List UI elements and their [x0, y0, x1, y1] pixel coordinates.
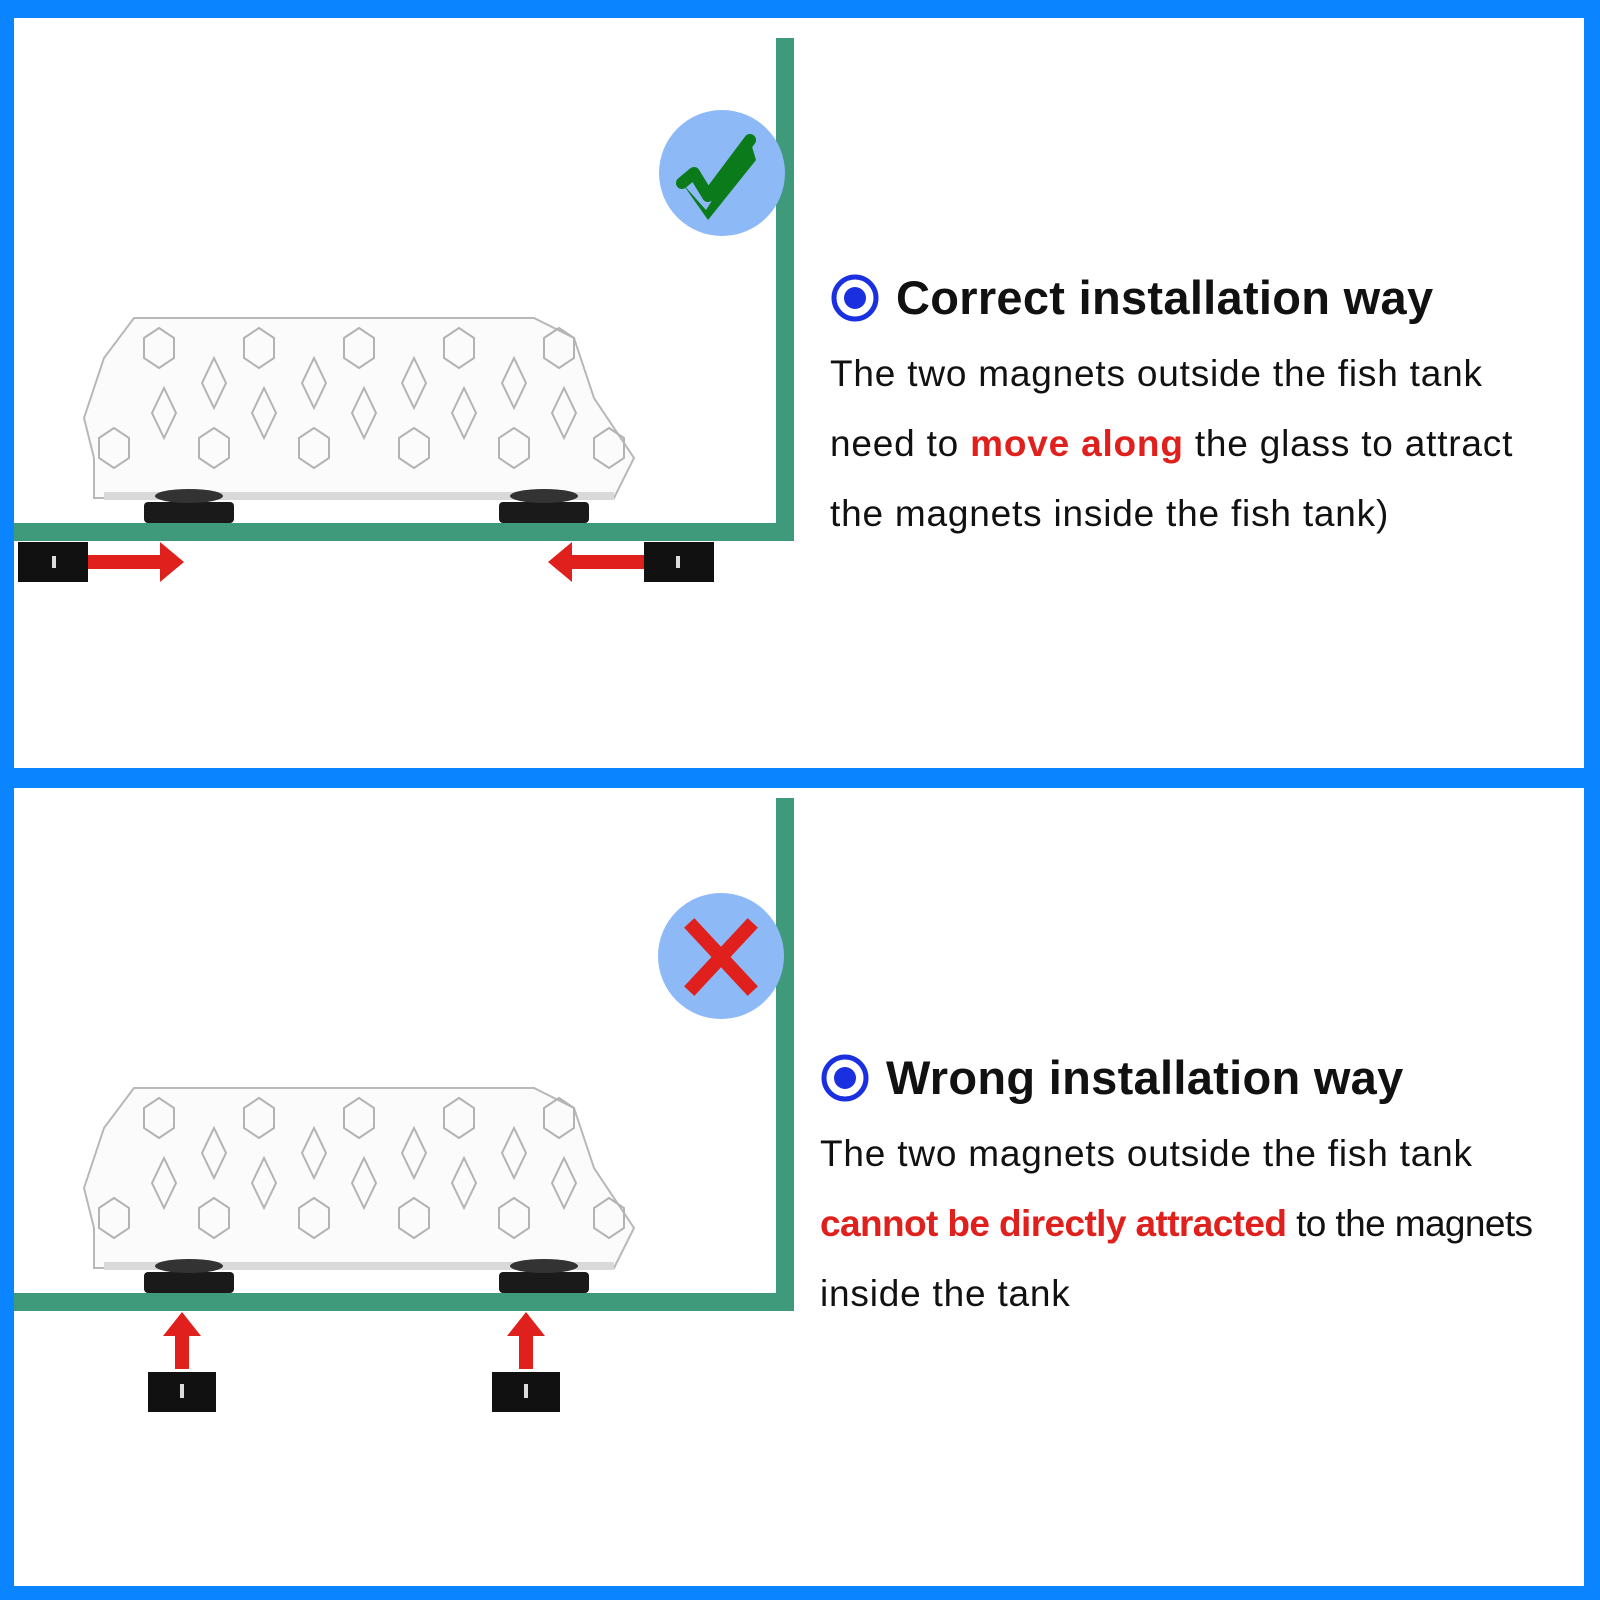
tank-bottom-glass	[14, 523, 794, 541]
correct-line-2-post: the glass to attract	[1183, 423, 1514, 464]
bullet-circle-icon	[821, 1054, 869, 1101]
wrong-line-1: The two magnets outside the fish tank	[820, 1133, 1473, 1174]
tank-side-glass	[776, 38, 794, 541]
correct-text-block: Correct installation way The two magnets…	[830, 270, 1560, 549]
tank-bottom-glass	[14, 1293, 794, 1311]
outer-magnet-left	[18, 542, 88, 582]
wrong-heading-text: Wrong installation way	[886, 1051, 1404, 1104]
wrong-description: The two magnets outside the fish tank ca…	[820, 1119, 1560, 1329]
tank-side-glass	[776, 798, 794, 1311]
outer-magnet-right	[644, 542, 714, 582]
magnet-plate	[82, 317, 636, 523]
wrong-highlight: cannot be directly attracted	[820, 1203, 1287, 1244]
outer-magnet-left	[148, 1372, 216, 1412]
correct-heading-text: Correct installation way	[896, 271, 1434, 324]
wrong-line-2-post: to the magnets	[1286, 1203, 1533, 1244]
correct-line-2-pre: need to	[830, 423, 971, 464]
magnet-plate	[82, 1087, 636, 1293]
wrong-line-3: inside the tank	[820, 1273, 1071, 1314]
wrong-diagram	[14, 798, 794, 1412]
checkmark-icon	[659, 110, 785, 236]
wrong-heading: Wrong installation way	[820, 1050, 1560, 1105]
correct-line-2: need to move along the glass to attract	[830, 409, 1560, 479]
correct-line-1: The two magnets outside the fish tank	[830, 353, 1483, 394]
arrow-up-left	[163, 1312, 201, 1369]
correct-panel	[14, 18, 1584, 768]
arrow-right	[88, 542, 184, 582]
arrow-up-right	[507, 1312, 545, 1369]
correct-diagram	[14, 38, 794, 582]
arrow-left	[548, 542, 644, 582]
correct-highlight: move along	[970, 423, 1184, 464]
cross-icon	[658, 893, 784, 1019]
correct-line-3: the magnets inside the fish tank)	[830, 493, 1390, 534]
correct-heading: Correct installation way	[830, 270, 1560, 325]
correct-description: The two magnets outside the fish tank ne…	[830, 339, 1560, 549]
wrong-text-block: Wrong installation way The two magnets o…	[820, 1050, 1560, 1329]
wrong-panel	[14, 788, 1584, 1586]
outer-magnet-right	[492, 1372, 560, 1412]
wrong-line-2: cannot be directly attracted to the magn…	[820, 1189, 1560, 1259]
bullet-circle-icon	[831, 274, 879, 321]
